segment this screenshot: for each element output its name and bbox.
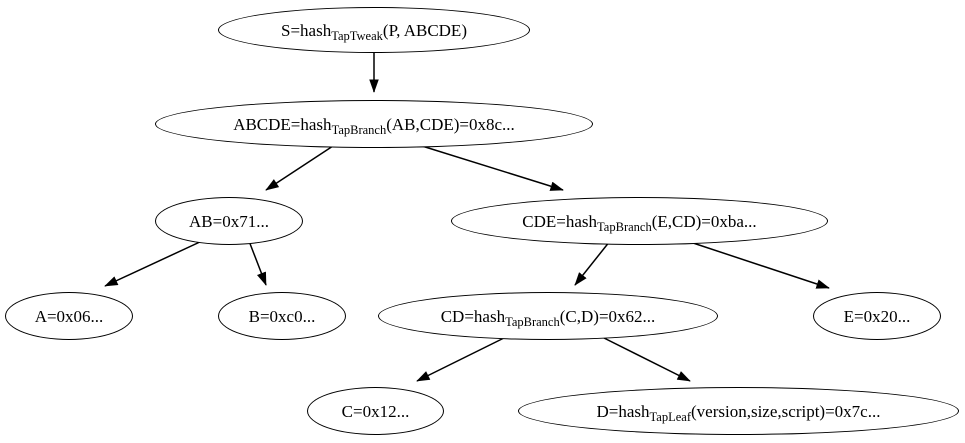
node-S[interactable]: S=hashTapTweak(P, ABCDE) (218, 7, 530, 53)
node-label-prefix-AB: AB=0x71... (189, 211, 269, 231)
edge-CD-to-C (416, 335, 509, 382)
node-label-S: S=hashTapTweak(P, ABCDE) (281, 20, 467, 42)
edge-CDE-to-E (686, 240, 830, 289)
edge-AB-to-A (104, 240, 203, 287)
node-E[interactable]: E=0x20... (813, 292, 941, 340)
node-label-AB: AB=0x71... (189, 213, 269, 230)
node-label-prefix-CDE: CDE=hash (522, 211, 598, 231)
node-label-A: A=0x06... (35, 308, 104, 325)
node-label-subscript-ABCDE: TapBranch (331, 122, 387, 137)
edge-AB-to-B (248, 240, 267, 286)
node-label-prefix-CD: CD=hash (440, 306, 506, 326)
node-label-subscript-CDE: TapBranch (597, 219, 652, 234)
node-label-D: D=hashTapLeaf(version,size,script)=0x7c.… (596, 401, 881, 423)
node-label-suffix-ABCDE: (AB,CDE)=0x8c... (386, 114, 515, 134)
edge-ABCDE-to-CDE (421, 145, 564, 191)
node-label-prefix-S: S=hash (281, 20, 332, 40)
node-CD[interactable]: CD=hashTapBranch(C,D)=0x62... (378, 292, 718, 340)
node-label-subscript-D: TapLeaf (649, 409, 692, 424)
node-label-suffix-CDE: (E,CD)=0xba... (651, 211, 757, 231)
node-label-CDE: CDE=hashTapBranch(E,CD)=0xba... (522, 211, 757, 233)
node-label-E: E=0x20... (844, 308, 911, 325)
node-C[interactable]: C=0x12... (307, 387, 444, 435)
node-AB[interactable]: AB=0x71... (155, 197, 303, 245)
node-label-suffix-S: (P, ABCDE) (382, 20, 467, 40)
node-CDE[interactable]: CDE=hashTapBranch(E,CD)=0xba... (451, 197, 828, 245)
node-label-suffix-CD: (C,D)=0x62... (559, 306, 656, 326)
edges (104, 53, 830, 382)
node-label-subscript-CD: TapBranch (505, 314, 560, 329)
node-B[interactable]: B=0xc0... (218, 292, 346, 340)
node-label-subscript-S: TapTweak (331, 28, 383, 43)
edge-CD-to-D (599, 335, 691, 382)
node-ABCDE[interactable]: ABCDE=hashTapBranch(AB,CDE)=0x8c... (155, 100, 593, 148)
node-A[interactable]: A=0x06... (5, 292, 133, 340)
node-label-prefix-C: C=0x12... (341, 401, 410, 421)
edge-ABCDE-to-AB (265, 145, 334, 191)
node-label-C: C=0x12... (342, 403, 410, 420)
node-label-B: B=0xc0... (249, 308, 316, 325)
edge-CDE-to-CD (574, 240, 611, 286)
node-label-prefix-A: A=0x06... (34, 306, 104, 326)
node-label-prefix-D: D=hash (596, 401, 650, 421)
node-label-prefix-E: E=0x20... (843, 306, 911, 326)
node-label-CD: CD=hashTapBranch(C,D)=0x62... (440, 306, 656, 328)
node-D[interactable]: D=hashTapLeaf(version,size,script)=0x7c.… (518, 387, 959, 435)
node-label-prefix-B: B=0xc0... (248, 306, 316, 326)
node-label-ABCDE: ABCDE=hashTapBranch(AB,CDE)=0x8c... (233, 114, 515, 136)
node-label-prefix-ABCDE: ABCDE=hash (233, 114, 332, 134)
node-label-suffix-D: (version,size,script)=0x7c... (691, 401, 881, 421)
